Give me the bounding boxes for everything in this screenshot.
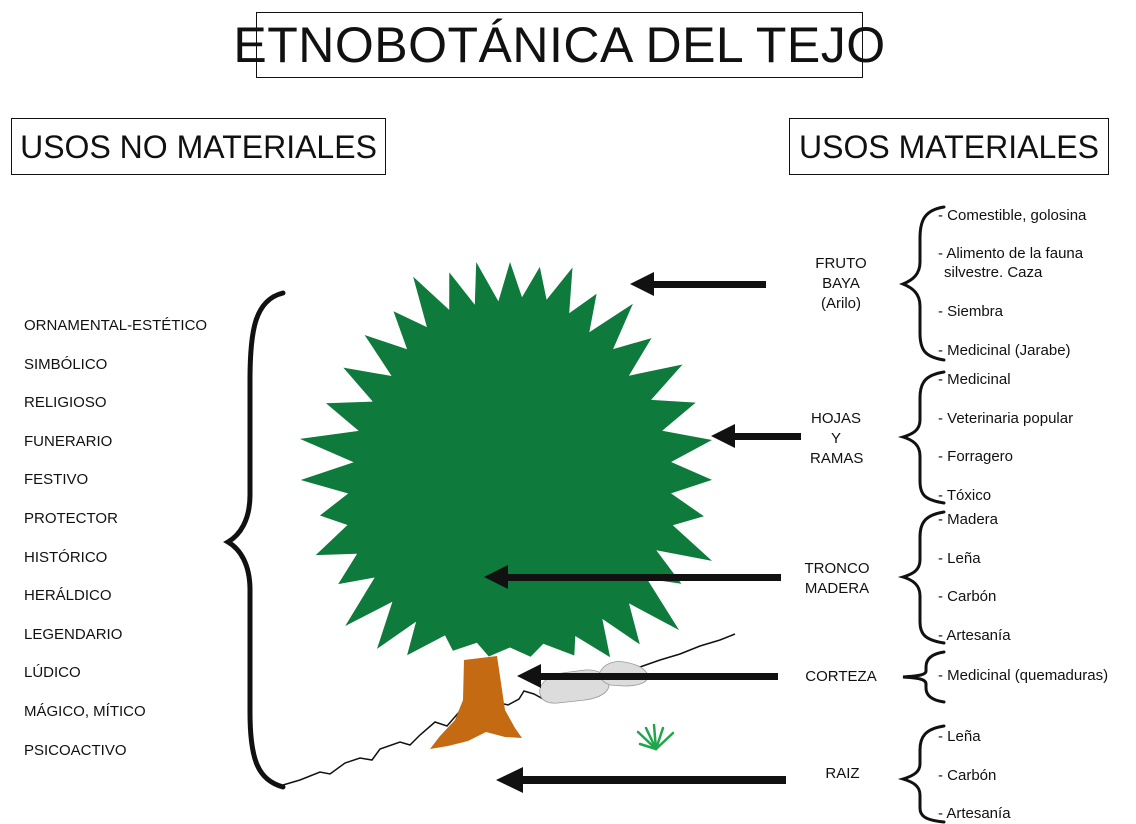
- trunk-shape: [430, 656, 522, 749]
- non-material-uses-header: USOS NO MATERIALES: [11, 118, 386, 175]
- part-label-line: HOJAS: [810, 410, 861, 427]
- arrow-fruto: [630, 272, 766, 296]
- use-item: - Alimento de la fauna: [938, 245, 1084, 262]
- non-material-use-item: MÁGICO, MÍTICO: [24, 703, 146, 720]
- non-material-use-item: HISTÓRICO: [24, 549, 108, 566]
- brace-fruto: [898, 205, 946, 362]
- page-title: ETNOBOTÁNICA DEL TEJO: [233, 12, 885, 78]
- arrow-corteza: [517, 664, 778, 688]
- arrow-tronco: [484, 565, 781, 589]
- part-label-fruto: FRUTO BAYA (Arilo): [806, 254, 876, 314]
- non-material-use-item: PSICOACTIVO: [24, 742, 127, 759]
- use-item: - Madera: [938, 511, 999, 528]
- use-item: - Medicinal (Jarabe): [938, 342, 1071, 359]
- part-label-line: RAMAS: [810, 450, 864, 467]
- use-item: - Artesanía: [938, 627, 1011, 644]
- brace-tronco: [897, 510, 946, 645]
- use-item: - Leña: [938, 550, 981, 567]
- use-item: - Veterinaria popular: [938, 410, 1074, 427]
- non-material-use-item: ORNAMENTAL-ESTÉTICO: [24, 317, 208, 334]
- arrow-raiz: [496, 767, 786, 793]
- use-item: - Artesanía: [938, 805, 1011, 822]
- use-item: - Siembra: [938, 303, 1004, 320]
- non-material-use-item: PROTECTOR: [24, 510, 118, 527]
- part-label-line: FRUTO: [815, 255, 867, 272]
- brace-raiz: [897, 724, 946, 824]
- arrow-hojas: [711, 424, 801, 448]
- non-material-use-item: FESTIVO: [24, 471, 89, 488]
- non-material-uses-brace: [223, 290, 286, 790]
- use-item: - Comestible, golosina: [938, 207, 1087, 224]
- use-item: - Carbón: [938, 767, 997, 784]
- part-label-line: (Arilo): [821, 295, 861, 312]
- brace-corteza: [902, 650, 946, 704]
- brace-hojas: [897, 370, 946, 505]
- part-label-raiz: RAIZ: [820, 764, 865, 784]
- part-label-line: Y: [830, 430, 841, 447]
- part-label-line: TRONCO: [804, 560, 870, 577]
- part-label-tronco: TRONCO MADERA: [797, 559, 877, 599]
- non-material-use-item: HERÁLDICO: [24, 587, 112, 604]
- ground-line: [282, 633, 736, 786]
- material-uses-header: USOS MATERIALES: [789, 118, 1109, 175]
- use-item: - Forragero: [938, 448, 1014, 465]
- non-material-use-item: LÚDICO: [24, 664, 81, 681]
- part-label-line: RAIZ: [825, 765, 860, 782]
- use-item: - Medicinal (quemaduras): [938, 667, 1109, 684]
- non-material-use-item: LEGENDARIO: [24, 626, 123, 643]
- use-item: - Medicinal: [938, 371, 1011, 388]
- non-material-use-item: SIMBÓLICO: [24, 356, 108, 373]
- part-label-line: BAYA: [822, 275, 860, 292]
- part-label-line: CORTEZA: [805, 668, 877, 685]
- non-material-use-item: RELIGIOSO: [24, 394, 107, 411]
- use-item: - Carbón: [938, 588, 997, 605]
- part-label-hojas: HOJAS Y RAMAS: [810, 409, 864, 469]
- grass-tuft: [636, 723, 675, 751]
- part-label-corteza: CORTEZA: [796, 667, 886, 687]
- non-material-use-item: FUNERARIO: [24, 433, 113, 450]
- part-label-line: MADERA: [804, 580, 870, 597]
- use-item: - Tóxico: [938, 487, 992, 504]
- use-item: - Leña: [938, 728, 981, 745]
- foliage-shape: [300, 262, 712, 658]
- use-item: silvestre. Caza: [944, 264, 1043, 281]
